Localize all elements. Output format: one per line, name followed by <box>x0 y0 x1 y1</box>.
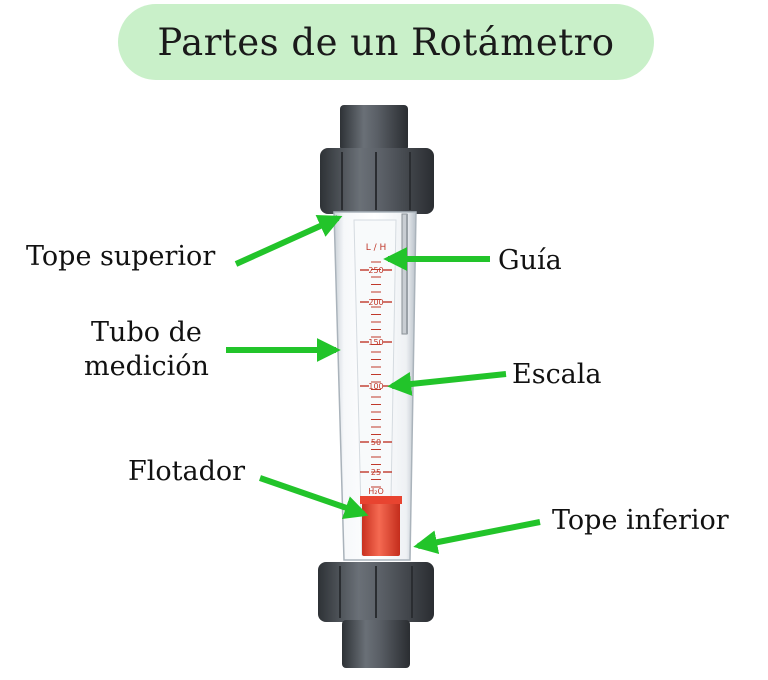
scale-tick-label: 250 <box>368 266 383 275</box>
page-title: Partes de un Rotámetro <box>157 20 615 64</box>
float <box>360 496 402 556</box>
scale-tick-label: 150 <box>368 338 383 347</box>
scale-fluid-label: H₂O <box>368 487 384 496</box>
title-banner: Partes de un Rotámetro <box>118 4 654 80</box>
measuring-tube <box>333 211 417 561</box>
scale-tick-label: 50 <box>371 438 381 447</box>
label-tubo-line1: Tubo de <box>91 317 202 348</box>
label-tope-superior: Tope superior <box>26 241 216 272</box>
label-tubo-line2: medición <box>84 351 209 382</box>
top-cap <box>320 105 434 214</box>
label-flotador: Flotador <box>128 456 246 487</box>
arrow-icon <box>234 214 343 267</box>
label-escala: Escala <box>512 359 602 390</box>
arrow-icon <box>259 475 369 520</box>
scale-tick-label: 25 <box>371 468 381 477</box>
label-tope-inferior: Tope inferior <box>552 505 729 536</box>
arrow-icon <box>413 519 541 555</box>
scale-tick-label: 200 <box>368 298 383 307</box>
guide-rod <box>401 213 408 335</box>
top-cap-neck <box>340 105 408 151</box>
scale-tick-label: 100 <box>368 382 383 391</box>
bottom-cap <box>318 562 434 668</box>
bottom-cap-neck <box>342 620 410 668</box>
label-guia: Guía <box>498 245 562 276</box>
arrow-icon <box>387 371 507 396</box>
scale-unit: L / H <box>366 243 387 253</box>
label-tubo-medicion: Tubo de medición <box>84 316 209 384</box>
